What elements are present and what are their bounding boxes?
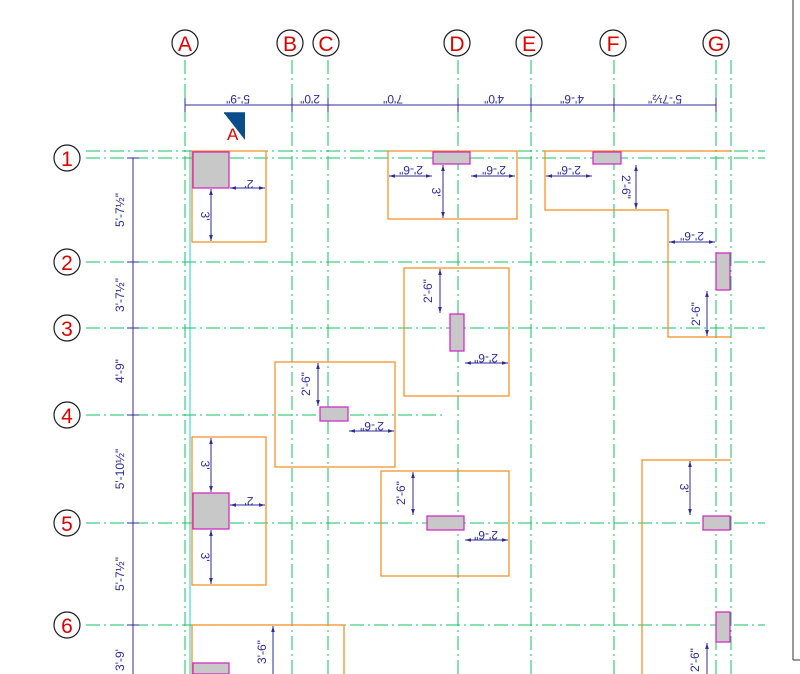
svg-text:2'-6": 2'-6"	[421, 279, 435, 303]
svg-text:2'-6": 2'-6"	[557, 163, 581, 177]
bubble-5: 5	[53, 509, 81, 537]
bubble-3: 3	[53, 314, 81, 342]
column-a5	[192, 492, 230, 530]
dim-1-2: 5'-7½"	[113, 193, 127, 227]
bubble-b: B	[276, 29, 304, 57]
dim-d-e: 4'0"	[484, 92, 504, 106]
svg-text:2'-6": 2'-6"	[299, 372, 313, 396]
footing-f1	[544, 151, 731, 338]
top-dimension-string: 5'-9" 2'0" 7'0" 4'0" 4'-6" 5'-7½"	[184, 92, 717, 112]
svg-text:2'-6": 2'-6"	[688, 648, 702, 672]
column-bubbles: A B C D E F G	[171, 29, 730, 57]
column-c4	[319, 406, 349, 422]
footing-a1	[191, 150, 267, 243]
svg-text:E: E	[522, 33, 536, 56]
svg-text:3'-6": 3'-6"	[255, 640, 269, 664]
svg-text:F: F	[607, 33, 620, 56]
bubble-d: D	[443, 29, 471, 57]
footing-c4	[274, 361, 396, 468]
svg-text:B: B	[283, 33, 297, 56]
svg-text:2: 2	[61, 252, 73, 275]
svg-text:G: G	[708, 33, 724, 56]
column-d3	[449, 313, 465, 352]
section-arrow-icon	[224, 113, 245, 140]
columns	[192, 151, 731, 674]
svg-text:3: 3	[61, 318, 73, 341]
svg-text:2'-6": 2'-6"	[474, 528, 498, 542]
bubble-a: A	[171, 29, 199, 57]
bubble-6: 6	[53, 611, 81, 639]
svg-text:C: C	[318, 33, 333, 56]
svg-text:2'-6": 2'-6"	[680, 229, 704, 243]
dim-b-c: 2'0"	[300, 92, 320, 106]
svg-text:2'-6": 2'-6"	[689, 302, 703, 326]
footing-d5	[380, 470, 510, 577]
column-a1	[192, 151, 230, 189]
footing-dimensions: 2' 3' 2'-6" 2'-6" 3' 2'-6" 2'-6" 2'-6" 2…	[198, 163, 715, 674]
svg-text:2': 2'	[245, 177, 254, 191]
footings	[191, 150, 731, 674]
dim-6-7: 3'-9'	[113, 649, 127, 671]
column-d5	[426, 515, 465, 531]
footing-g5	[641, 459, 731, 674]
svg-text:2'-6": 2'-6"	[399, 163, 423, 177]
section-marker: A	[224, 112, 245, 144]
bubble-c: C	[312, 29, 340, 57]
dim-5-6: 5'-7½"	[113, 557, 127, 591]
footing-d3	[403, 267, 510, 397]
dim-f-g: 5'-7½"	[648, 92, 682, 106]
svg-text:3': 3'	[677, 484, 691, 493]
column-f1	[592, 151, 622, 165]
bubble-g: G	[702, 29, 730, 57]
footing-a6	[191, 624, 345, 674]
bubble-4: 4	[53, 401, 81, 429]
row-bubbles: 1 2 3 4 5 6	[53, 144, 81, 639]
svg-text:2'-6": 2'-6"	[482, 163, 506, 177]
column-g2	[715, 252, 731, 291]
dim-a-b: 5'-9"	[226, 92, 250, 106]
dim-2-3: 3'-7½"	[113, 278, 127, 312]
dim-e-f: 4'-6"	[560, 92, 584, 106]
column-g6	[715, 611, 731, 643]
bubble-1: 1	[53, 144, 81, 172]
svg-text:2'-6": 2'-6"	[474, 351, 498, 365]
left-dimension-string: 5'-7½" 3'-7½" 4'-9" 5'-10½" 5'-7½" 3'-9'	[113, 157, 139, 674]
svg-text:2': 2'	[245, 494, 254, 508]
bubble-2: 2	[53, 248, 81, 276]
svg-text:4: 4	[61, 405, 73, 428]
svg-text:3': 3'	[198, 212, 212, 221]
svg-text:3': 3'	[429, 188, 443, 197]
column-g5	[702, 515, 731, 531]
svg-text:D: D	[449, 33, 464, 56]
bubble-e: E	[515, 29, 543, 57]
dim-c-d: 7'0"	[383, 92, 403, 106]
svg-text:2'-6": 2'-6"	[394, 481, 408, 505]
svg-text:2'-6": 2'-6"	[360, 419, 384, 433]
svg-text:5: 5	[61, 513, 73, 536]
dim-3-4: 4'-9"	[113, 359, 127, 383]
footing-d1	[387, 150, 518, 220]
column-a6	[192, 662, 230, 674]
svg-text:A: A	[178, 33, 192, 56]
svg-text:6: 6	[61, 615, 73, 638]
svg-text:3': 3'	[198, 553, 212, 562]
dim-4-5: 5'-10½"	[113, 449, 127, 490]
footing-a5	[191, 436, 267, 586]
svg-text:2'-6": 2'-6"	[619, 175, 633, 199]
svg-text:3': 3'	[198, 461, 212, 470]
column-d1	[432, 151, 471, 165]
horizontal-grid-lines	[86, 150, 765, 626]
section-label: A	[227, 125, 239, 144]
bubble-f: F	[599, 29, 627, 57]
svg-text:1: 1	[61, 148, 73, 171]
